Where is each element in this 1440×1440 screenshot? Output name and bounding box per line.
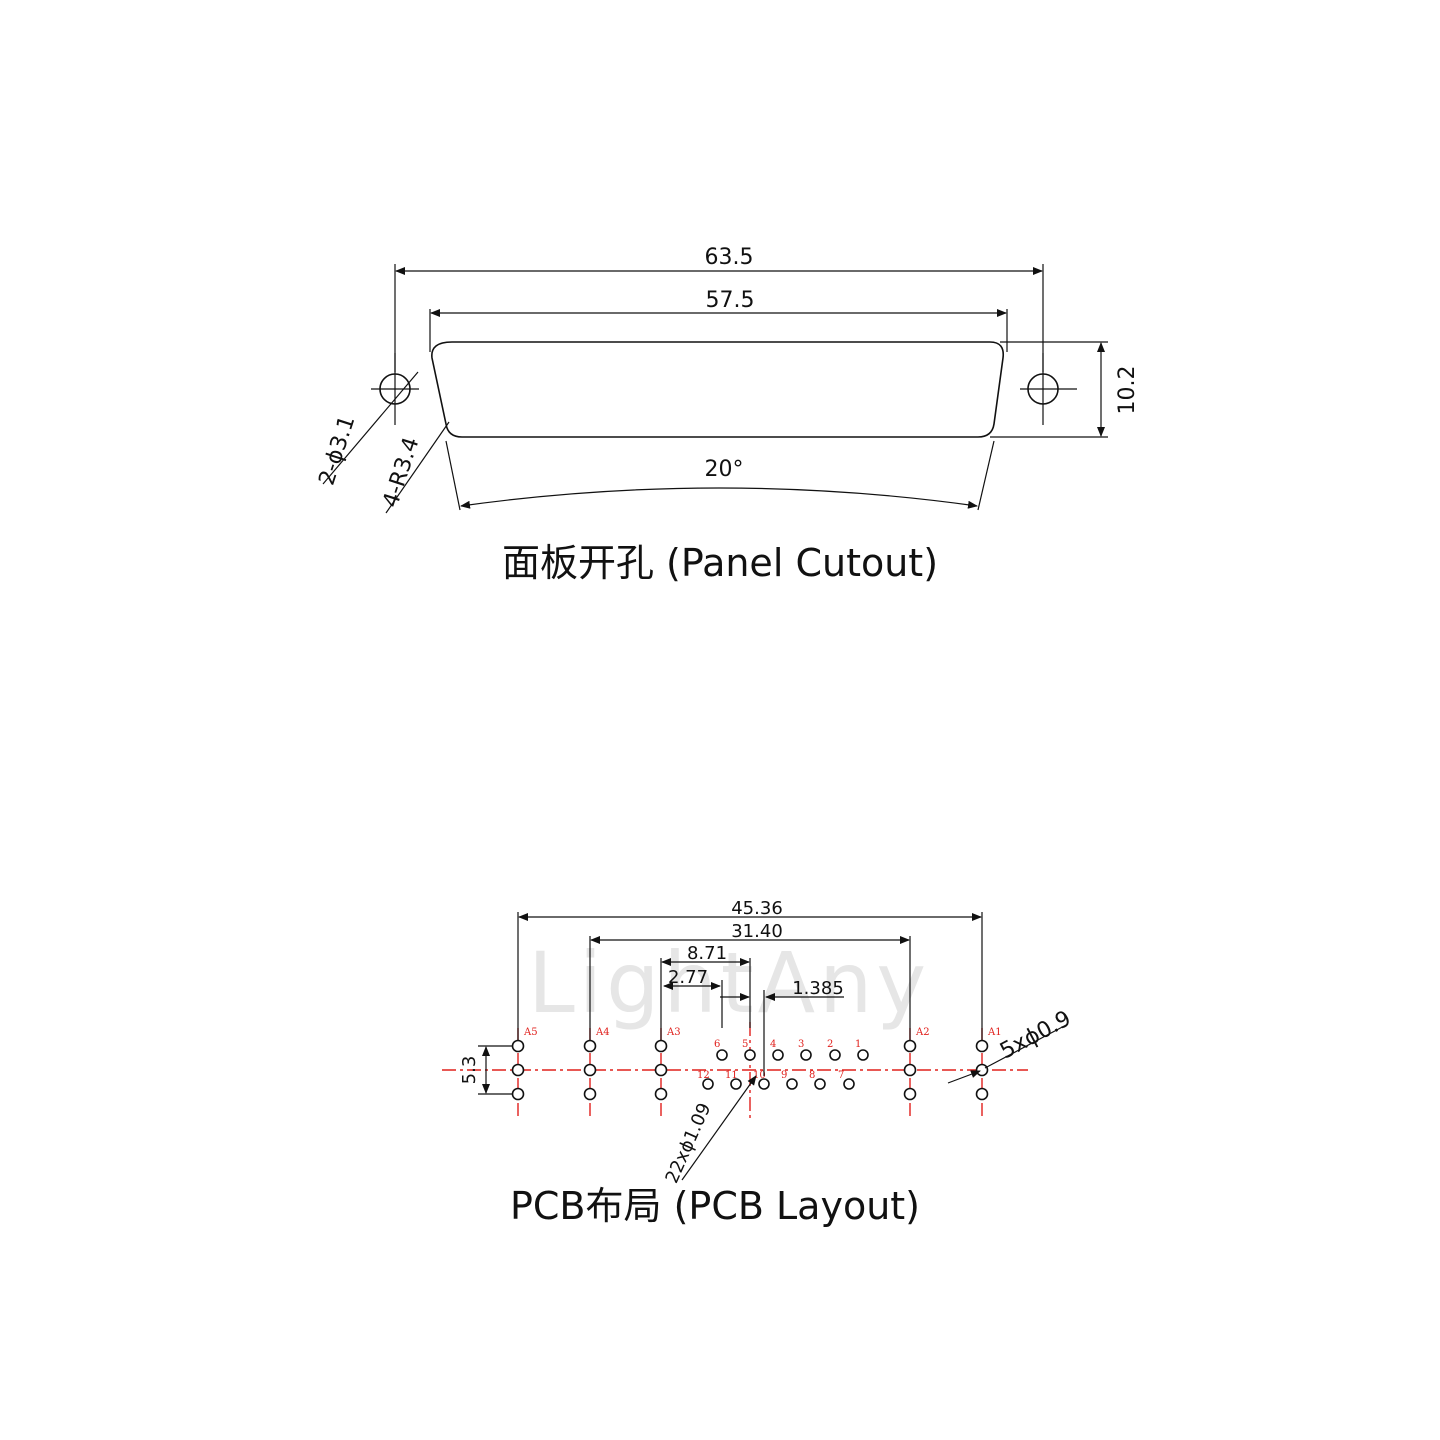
signal-hole [758, 1078, 770, 1090]
power-contact-hole [583, 1063, 597, 1077]
power-contact-label: A1 [987, 1027, 1002, 1038]
signal-hole [786, 1078, 798, 1090]
dim-opening-width: 57.5 [706, 288, 755, 313]
label-small-holes: 22xϕ1.09 [661, 1100, 715, 1187]
power-contact-hole [975, 1063, 989, 1077]
signal-hole [814, 1078, 826, 1090]
power-contact-hole [583, 1039, 597, 1053]
dim-overall-width: 63.5 [705, 245, 754, 270]
power-contact-label: A4 [595, 1027, 610, 1038]
power-contact-hole [903, 1087, 917, 1101]
power-contact-hole [654, 1039, 668, 1053]
signal-pin-label: 5 [742, 1039, 748, 1050]
power-contact-hole [511, 1063, 525, 1077]
panel-cutout-caption: 面板开孔 (Panel Cutout) [502, 541, 938, 585]
dim-inner-span: 31.40 [731, 921, 783, 942]
panel-cutout-view: 63.5 57.5 10.2 20° 2-ϕ3.1 4-R3.4 面板开孔 (P… [315, 245, 1140, 585]
power-contact-hole [975, 1039, 989, 1053]
power-contact-hole [903, 1039, 917, 1053]
power-contact-hole [654, 1063, 668, 1077]
signal-pin-label: 12 [697, 1070, 710, 1081]
signal-pin-label: 9 [781, 1070, 787, 1081]
power-contact-label: A5 [523, 1027, 538, 1038]
power-contact-hole [583, 1087, 597, 1101]
power-contact-label: A3 [666, 1027, 681, 1038]
signal-pin-label: 6 [714, 1039, 720, 1050]
label-large-holes: 5xϕ0.9 [996, 1006, 1075, 1064]
signal-pin-label: 2 [827, 1039, 833, 1050]
cutout-outline [431, 341, 1005, 438]
power-contact-hole [903, 1063, 917, 1077]
signal-hole [716, 1049, 728, 1061]
signal-hole [772, 1049, 784, 1061]
dim-871: 8.71 [687, 943, 727, 964]
signal-hole [829, 1049, 841, 1061]
signal-pin-label: 11 [725, 1070, 738, 1081]
dim-277: 2.77 [668, 967, 708, 988]
signal-pin-label: 8 [809, 1070, 815, 1081]
power-contact-label: A2 [915, 1027, 930, 1038]
signal-pin-label: 3 [798, 1039, 804, 1050]
signal-pin-label: 7 [838, 1070, 844, 1081]
power-contact-hole [511, 1039, 525, 1053]
watermark-text: LightAny [528, 934, 930, 1032]
dim-1385: 1.385 [792, 978, 844, 999]
signal-hole [702, 1078, 714, 1090]
dim-angle: 20° [705, 457, 744, 482]
power-contact-hole [654, 1087, 668, 1101]
signal-pin-label: 10 [753, 1070, 766, 1081]
label-corner-radius: 4-R3.4 [378, 434, 424, 510]
signal-hole [843, 1078, 855, 1090]
dim-row-pitch: 5.3 [459, 1056, 480, 1085]
label-mounting-holes: 2-ϕ3.1 [315, 413, 361, 489]
signal-hole [857, 1049, 869, 1061]
signal-pin-label: 4 [770, 1039, 776, 1050]
dim-outer-span: 45.36 [731, 898, 783, 919]
signal-hole [730, 1078, 742, 1090]
signal-pin-label: 1 [855, 1039, 861, 1050]
power-contact-hole [511, 1087, 525, 1101]
signal-hole [800, 1049, 812, 1061]
pcb-layout-caption: PCB布局 (PCB Layout) [510, 1184, 920, 1228]
signal-hole [744, 1049, 756, 1061]
power-contact-hole [975, 1087, 989, 1101]
dim-height: 10.2 [1115, 366, 1140, 415]
